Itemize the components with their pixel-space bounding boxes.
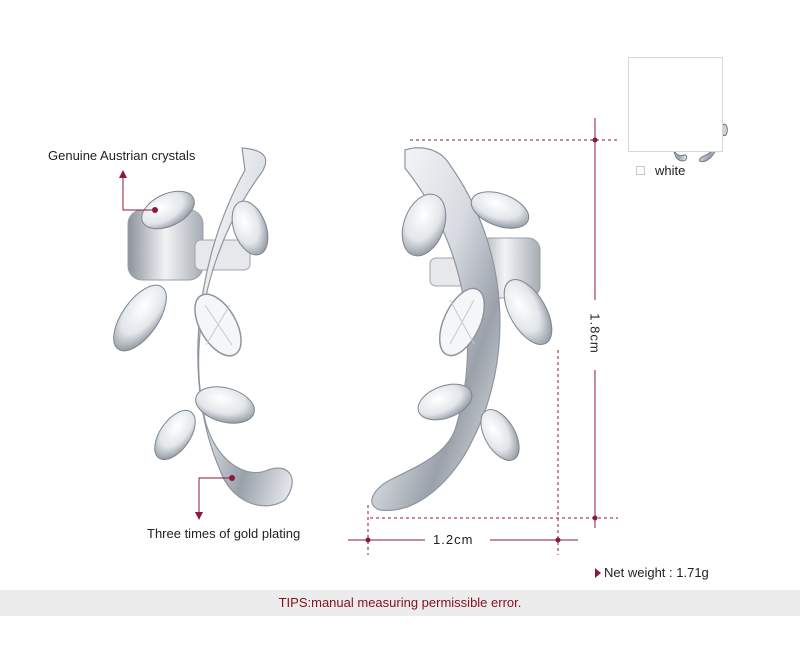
- crystal-leaf: [154, 410, 196, 460]
- crystal-leaf: [141, 190, 195, 230]
- crystal-leaf: [503, 279, 553, 345]
- crystal-leaf: [231, 200, 269, 256]
- crystal-leaf: [195, 386, 255, 424]
- width-label: 1.2cm: [433, 532, 474, 547]
- crystals-label: Genuine Austrian crystals: [48, 148, 196, 163]
- left-earring: [113, 147, 293, 507]
- color-swatch-checkbox[interactable]: [636, 166, 645, 175]
- plating-leader: [198, 477, 232, 515]
- crystal-leaf: [113, 284, 167, 352]
- crystal-leaf: [480, 409, 520, 461]
- net-weight-label: Net weight : 1.71g: [604, 565, 709, 580]
- crystal-leaf: [401, 193, 447, 257]
- height-dimension: [370, 118, 618, 528]
- plating-label: Three times of gold plating: [147, 526, 301, 541]
- crystals-leader: [122, 175, 155, 211]
- tips-bar: TIPS:manual measuring permissible error.: [0, 590, 800, 616]
- right-earring: [371, 147, 553, 511]
- width-dimension: [348, 350, 578, 555]
- height-label: 1.8cm: [587, 313, 603, 354]
- variant-thumbnail[interactable]: [628, 57, 723, 152]
- crystal-leaf: [417, 383, 473, 421]
- weight-arrow: [595, 568, 601, 578]
- annotation-leaders: [119, 170, 235, 520]
- color-option-label[interactable]: white: [655, 163, 686, 178]
- crystal-leaf: [470, 191, 530, 229]
- tips-text: TIPS:manual measuring permissible error.: [278, 595, 522, 610]
